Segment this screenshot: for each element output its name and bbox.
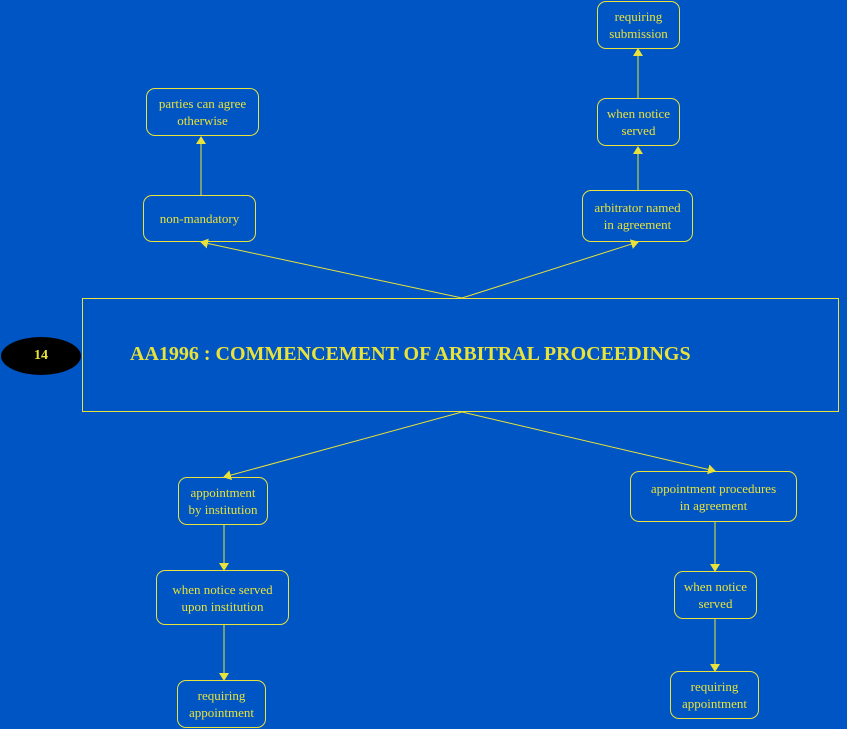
main-title-box[interactable] <box>82 298 839 412</box>
node-requiring-submission[interactable]: requiring submission <box>597 1 680 49</box>
slide-number-badge[interactable]: 14 <box>1 337 81 375</box>
node-when-notice-served-upon-institution[interactable]: when notice served upon institution <box>156 570 289 625</box>
node-when-notice-served-top[interactable]: when notice served <box>597 98 680 146</box>
node-when-notice-served-bottom[interactable]: when notice served <box>674 571 757 619</box>
node-appointment-by-institution[interactable]: appointment by institution <box>178 477 268 525</box>
node-requiring-appointment-right[interactable]: requiring appointment <box>670 671 759 719</box>
edge-main-to-appointment-institution <box>223 411 463 480</box>
node-requiring-appointment-left[interactable]: requiring appointment <box>177 680 266 728</box>
edge-main-to-procedures-agreement <box>461 411 716 475</box>
edge-main-to-non-mandatory <box>200 238 463 299</box>
node-non-mandatory[interactable]: non-mandatory <box>143 195 256 242</box>
node-appointment-procedures-in-agreement[interactable]: appointment procedures in agreement <box>630 471 797 522</box>
slide-number: 14 <box>34 348 48 363</box>
node-arbitrator-named-in-agreement[interactable]: arbitrator named in agreement <box>582 190 693 242</box>
main-title: AA1996 : COMMENCEMENT OF ARBITRAL PROCEE… <box>130 343 691 365</box>
node-parties-can-agree-otherwise[interactable]: parties can agree otherwise <box>146 88 259 136</box>
edge-main-to-arbitrator-named <box>461 239 639 299</box>
